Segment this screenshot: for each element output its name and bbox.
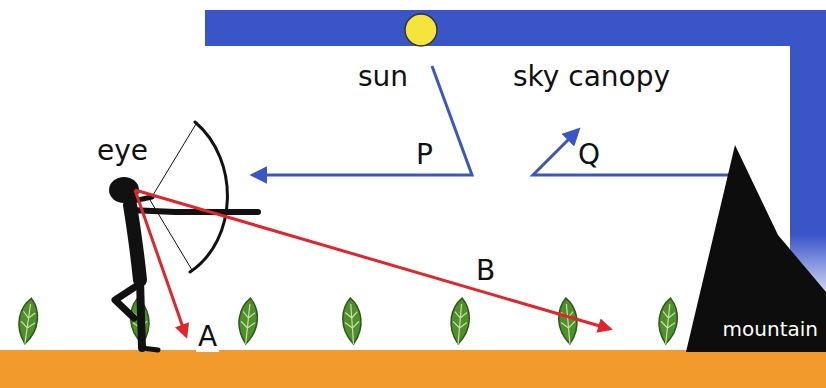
mountain-label: mountain xyxy=(723,318,818,340)
sky-ray xyxy=(533,130,735,175)
object-label: sky canopy xyxy=(513,62,670,92)
ray-label: B xyxy=(474,256,497,286)
ray-label: A xyxy=(196,322,219,352)
sight-line xyxy=(135,190,610,329)
sight-line xyxy=(135,190,186,336)
ground xyxy=(0,350,826,388)
object-label: sun xyxy=(358,62,408,92)
sky-canopy xyxy=(205,10,826,46)
sun-symbol xyxy=(405,14,437,46)
angle-label: P xyxy=(416,140,433,170)
mountain-shape: mountain xyxy=(686,140,826,352)
object-label: eye xyxy=(97,136,148,166)
mountain-fill xyxy=(686,145,826,352)
angle-label: Q xyxy=(578,140,600,170)
